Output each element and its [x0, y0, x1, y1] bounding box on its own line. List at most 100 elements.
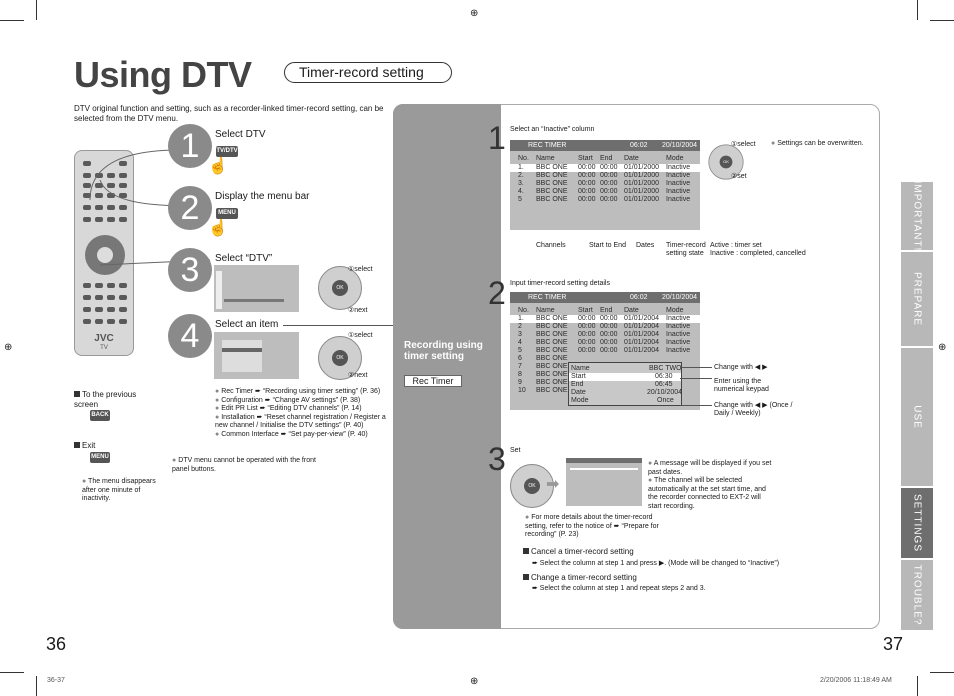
more-note: For more details about the timer-record … — [525, 514, 675, 540]
dial-next-label: ②next — [348, 372, 368, 379]
navigation-dial-icon: OK — [708, 144, 744, 180]
intro-text: DTV original function and setting, such … — [74, 104, 384, 123]
sidebar-heading: Recording using timer setting — [404, 340, 483, 362]
menu-bar-screen — [214, 265, 299, 312]
registration-mark-icon: ⊕ — [470, 8, 479, 19]
registration-mark-icon: ⊕ — [4, 342, 13, 353]
overwrite-note: Settings can be overwritten. — [771, 140, 863, 147]
label-inactive: Inactive : completed, cancelled — [710, 250, 806, 257]
remote-brand: JVC — [94, 333, 114, 344]
page-number-left: 36 — [46, 634, 67, 654]
dtv-note: DTV menu cannot be operated with the fro… — [172, 457, 322, 474]
tv-dtv-button[interactable]: TV/DTV — [216, 146, 238, 157]
remote-control: JVC TV — [74, 150, 134, 356]
dial-select-label: ①select — [731, 141, 756, 148]
tab-trouble[interactable]: TROUBLE? — [901, 560, 933, 630]
change-text: ➨ Select the column at step 1 and repeat… — [532, 585, 706, 592]
menu-button[interactable]: MENU — [216, 208, 238, 219]
remote-tv-label: TV — [100, 345, 108, 351]
dial-select-label: ①select — [348, 266, 373, 273]
label-channels: Channels — [536, 242, 566, 249]
menu-item: Common Interface ➨ “Set pay-per-view” (P… — [215, 431, 395, 440]
step-number: 3 — [168, 248, 212, 292]
registration-mark-icon: ⊕ — [470, 676, 479, 687]
hand-pointer-icon: ☝ — [208, 158, 228, 175]
menu-item: Rec Timer ➨ “Recording using timer setti… — [215, 388, 395, 397]
step-caption: Input timer-record setting details — [510, 280, 610, 287]
exit-note: The menu disappears after one minute of … — [82, 478, 167, 504]
dial-select-label: ①select — [348, 332, 373, 339]
tab-important[interactable]: IMPORTANT! — [901, 181, 933, 251]
page-number-right: 37 — [883, 634, 904, 654]
exit-label: Exit — [82, 441, 96, 450]
note-item: The channel will be selected automatical… — [648, 477, 773, 511]
tab-use[interactable]: USE — [901, 348, 933, 486]
navigation-dial-icon: OK — [318, 336, 362, 380]
step-label: Display the menu bar — [215, 191, 310, 202]
change-title: Change a timer-record setting — [531, 573, 637, 582]
label-start-end: Start to End — [589, 242, 626, 249]
footer-file: 36-37 — [47, 677, 65, 684]
set-screen-thumbnail — [566, 458, 642, 506]
step3-notes: A message will be displayed if you set p… — [648, 460, 773, 511]
registration-mark-icon: ⊕ — [938, 342, 947, 353]
menu-item: Installation ➨ “Reset channel registrati… — [215, 414, 395, 431]
footer-stamp: 2/20/2006 11:18:49 AM — [820, 677, 892, 684]
navigation-dial-icon: OK — [510, 464, 554, 508]
cancel-title: Cancel a timer-record setting — [531, 547, 634, 556]
sidebar-tag: Rec Timer — [404, 375, 462, 387]
step-number: 2 — [168, 186, 212, 230]
tab-prepare[interactable]: PREPARE — [901, 252, 933, 346]
step-number: 4 — [168, 314, 212, 358]
back-button[interactable]: BACK — [90, 410, 110, 421]
menu-exit-button[interactable]: MENU — [90, 452, 110, 463]
step-caption: Set — [510, 447, 521, 454]
menu-items-list: Rec Timer ➨ “Recording using timer setti… — [215, 388, 395, 439]
step-caption: Select an “Inactive” column — [510, 126, 595, 133]
annotation: Change with ◀ ▶ — [714, 364, 768, 371]
dial-next-label: ②next — [348, 307, 368, 314]
tab-settings[interactable]: SETTINGS — [901, 488, 933, 558]
menu-item: Edit PR List ➨ “Editing DTV channels” (P… — [215, 405, 395, 414]
dtv-menu-screen — [214, 332, 299, 379]
prev-screen-label: To the previous screen — [74, 390, 137, 409]
annotation: Change with ◀ ▶ (Once / Daily / Weekly) — [714, 402, 793, 417]
panel-sidebar — [393, 104, 501, 629]
step-number: 1 — [168, 124, 212, 168]
menu-item: Configuration ➨ “Change AV settings” (P.… — [215, 397, 395, 406]
arrow-right-icon: ➡ — [546, 476, 560, 493]
dial-set-label: ②set — [731, 173, 747, 180]
note-item: A message will be displayed if you set p… — [648, 460, 773, 477]
step-number: 1 — [488, 120, 506, 156]
label-active: Active : timer set — [710, 242, 762, 249]
step-label: Select an item — [215, 319, 279, 330]
step-number: 2 — [488, 275, 506, 311]
page-title: Using DTV — [74, 54, 252, 95]
annotation: Enter using the numerical keypad — [714, 378, 769, 393]
callout-lines — [89, 149, 211, 266]
hand-pointer-icon: ☝ — [208, 220, 228, 237]
step-number: 3 — [488, 441, 506, 477]
label-state: Timer-record setting state — [666, 242, 706, 257]
label-dates: Dates — [636, 242, 655, 249]
screen-title: REC TIMER — [528, 142, 567, 149]
step-label: Select “DTV” — [215, 253, 273, 264]
